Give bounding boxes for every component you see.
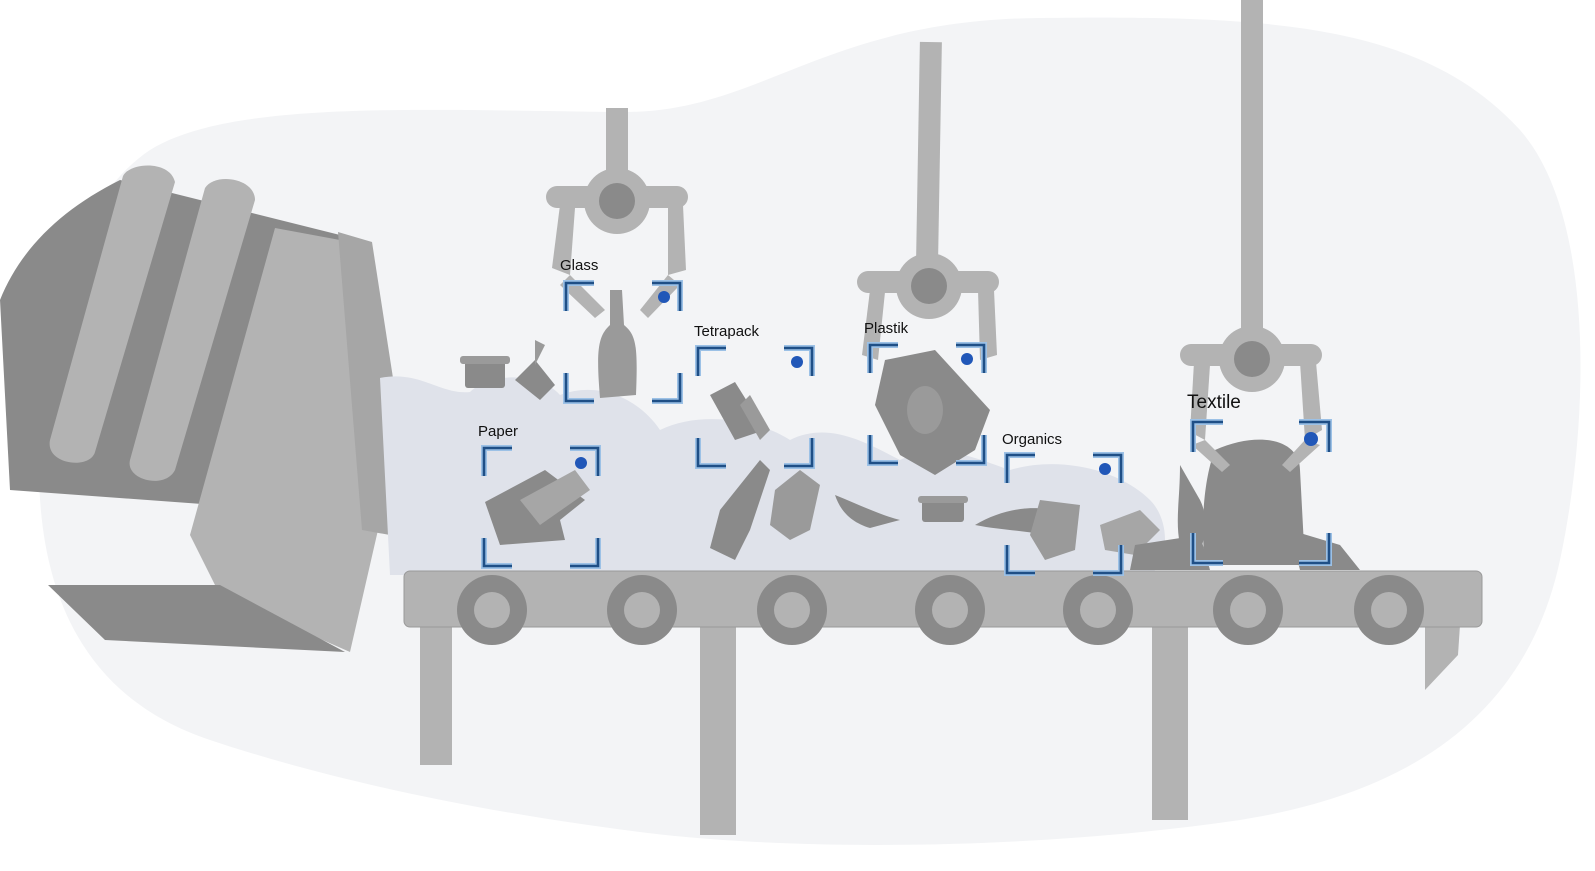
- label-glass: Glass: [560, 257, 598, 274]
- claw-textile: [1180, 0, 1322, 472]
- waste-chute-icon: [0, 165, 420, 652]
- marker-dot: [658, 291, 670, 303]
- label-textile: Textile: [1187, 392, 1241, 413]
- target-bracket-tetrapack: [695, 345, 815, 469]
- target-bracket-textile: [1190, 419, 1332, 566]
- label-tetrapack: Tetrapack: [694, 323, 760, 340]
- target-bracket-organics: [1004, 452, 1124, 576]
- target-bracket-plastik: [867, 342, 987, 466]
- label-organics: Organics: [1002, 431, 1062, 448]
- waste-pile: [380, 376, 1165, 575]
- marker-dot: [575, 457, 587, 469]
- target-bracket-glass: [563, 280, 683, 404]
- target-bracket-paper: [481, 445, 601, 569]
- label-paper: Paper: [478, 423, 518, 440]
- label-plastik: Plastik: [864, 320, 909, 337]
- marker-dot: [791, 356, 803, 368]
- marker-dot: [961, 353, 973, 365]
- conveyor-belt-icon: [403, 570, 1483, 835]
- claw-glass: [546, 108, 688, 318]
- marker-dot: [1099, 463, 1111, 475]
- claw-arm-icon: [546, 0, 1322, 472]
- marker-dot: [1304, 432, 1318, 446]
- waste-items: [460, 290, 1360, 570]
